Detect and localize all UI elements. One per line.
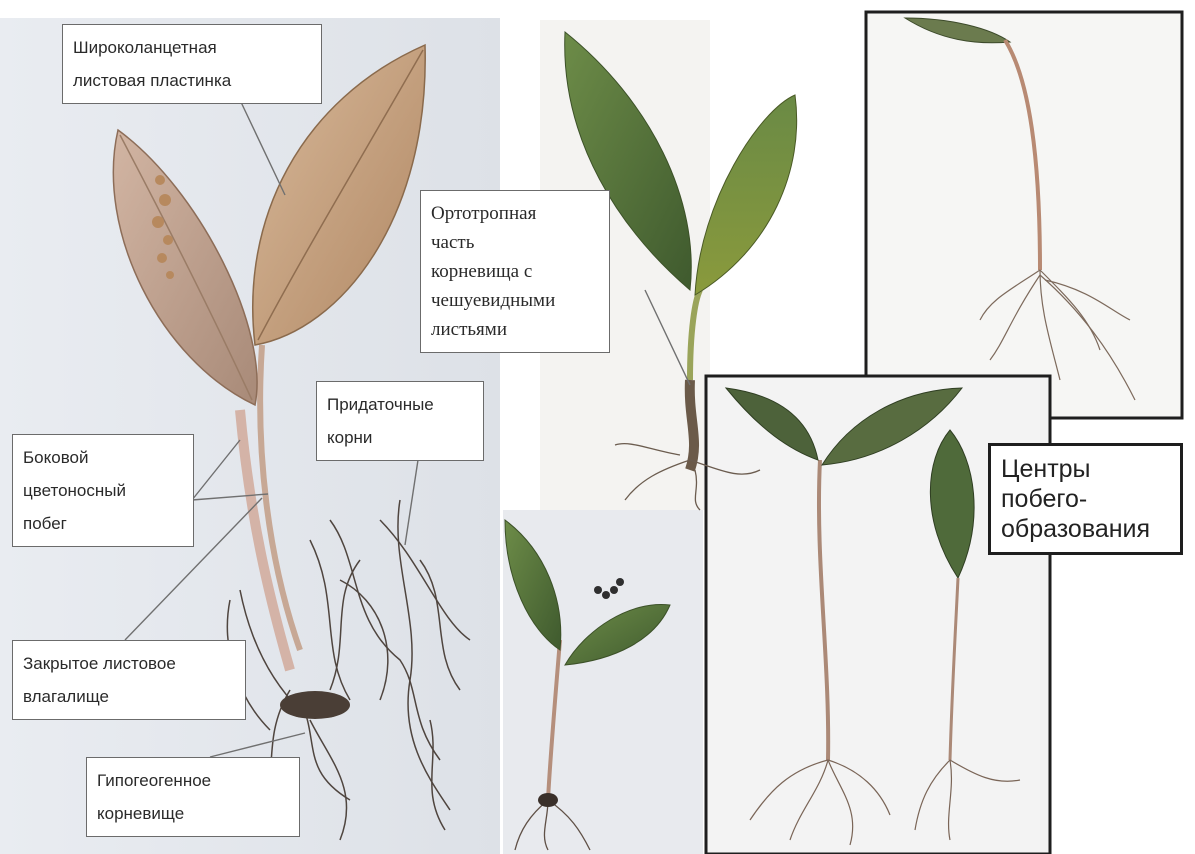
label-rhizome-line-2: корневище — [97, 797, 289, 830]
label-rhizome-line-1: Гипогеогенное — [97, 764, 289, 797]
label-shoot-formation-centers: Центры побего- образования — [988, 443, 1183, 555]
upper-right-frame — [866, 12, 1182, 418]
label-adventitious-line-1: Придаточные — [327, 388, 473, 421]
label-closed-sheath-line-1: Закрытое листовое — [23, 647, 235, 680]
label-leaf-blade-line-1: Широколанцетная — [73, 31, 311, 64]
middle-rhizome — [690, 380, 694, 470]
label-orthotropic-line-4: чешуевидными — [431, 286, 599, 315]
label-centers-line-2: побего- — [1001, 484, 1170, 514]
label-leaf-blade: Широколанцетная листовая пластинка — [62, 24, 322, 104]
label-orthotropic-line-2: часть — [431, 228, 599, 257]
label-adventitious: Придаточные корни — [316, 381, 484, 461]
label-rhizome: Гипогеогенное корневище — [86, 757, 300, 837]
label-closed-sheath: Закрытое листовое влагалище — [12, 640, 246, 720]
label-adventitious-line-2: корни — [327, 421, 473, 454]
label-closed-sheath-line-2: влагалище — [23, 680, 235, 713]
label-orthotropic-line-1: Ортотропная — [431, 199, 599, 228]
middle-right-leaf — [695, 95, 797, 295]
label-orthotropic-line-3: корневища с — [431, 257, 599, 286]
label-centers-line-1: Центры — [1001, 454, 1170, 484]
label-lateral-shoot-line-1: Боковой — [23, 441, 183, 474]
label-centers-line-3: образования — [1001, 514, 1170, 544]
label-orthotropic: Ортотропная часть корневища с чешуевидны… — [420, 190, 610, 353]
label-leaf-blade-line-2: листовая пластинка — [73, 64, 311, 97]
hypogeogenous-rhizome — [280, 691, 350, 719]
label-lateral-shoot: Боковой цветоносный побег — [12, 434, 194, 547]
label-lateral-shoot-line-2: цветоносный — [23, 474, 183, 507]
label-orthotropic-line-5: листьями — [431, 315, 599, 344]
label-lateral-shoot-line-3: побег — [23, 507, 183, 540]
